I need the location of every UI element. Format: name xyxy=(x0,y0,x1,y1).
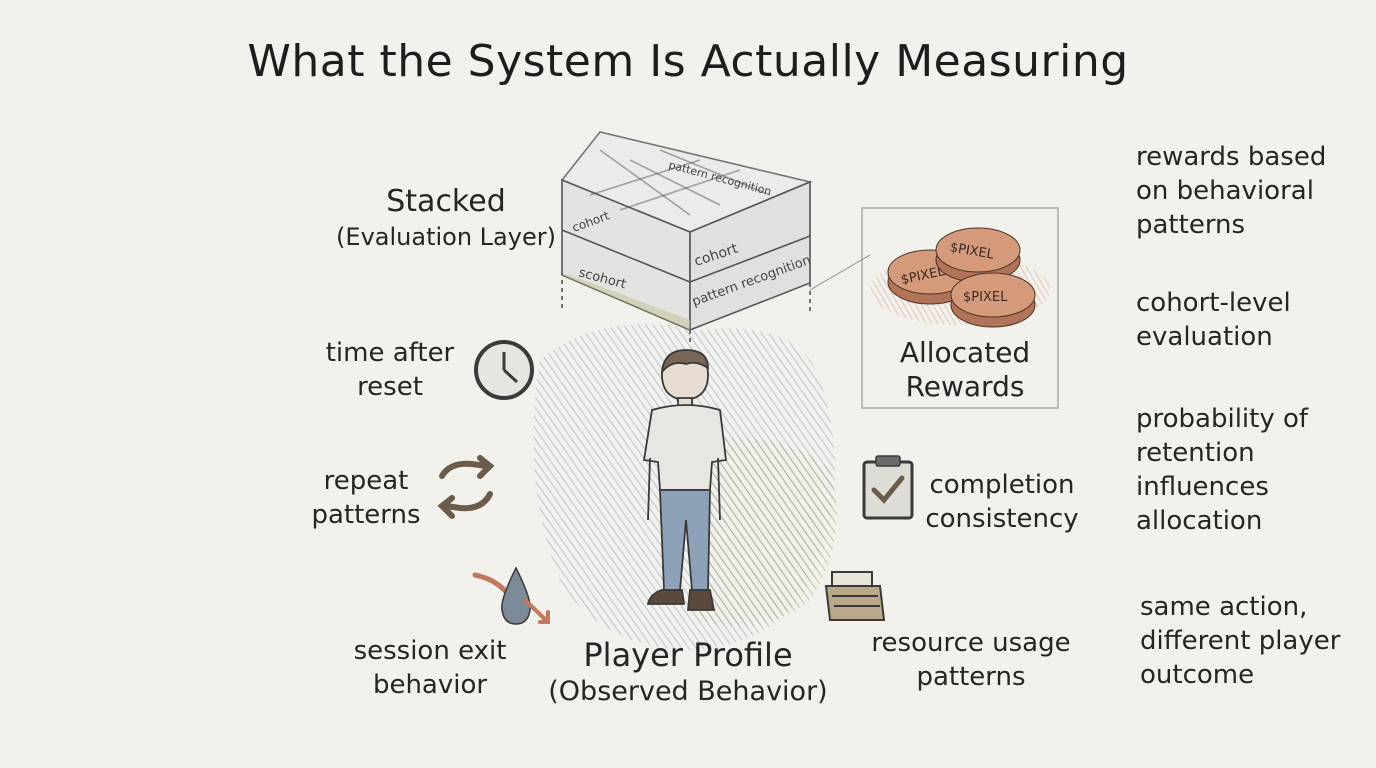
signal-label-line: repeat xyxy=(323,466,409,496)
repeat-arrows-icon xyxy=(437,455,495,519)
droplet-exit-icon xyxy=(472,566,550,625)
signal-label-line: behavior xyxy=(372,670,488,700)
signal-label-line: session exit xyxy=(353,636,507,666)
rewards-label-line: Allocated xyxy=(899,336,1031,369)
signal-repeat-patterns: repeat patterns xyxy=(296,464,436,532)
rewards-label-line: Rewards xyxy=(905,370,1025,403)
evaluation-layer-title: Stacked xyxy=(386,184,506,219)
note-line: retention xyxy=(1136,438,1255,468)
note-line: probability of xyxy=(1136,404,1309,434)
signal-label-line: patterns xyxy=(916,662,1026,692)
signal-label-line: resource usage xyxy=(871,628,1071,658)
signal-time-after-reset: time after reset xyxy=(310,336,470,404)
rewards-label: Allocated Rewards xyxy=(880,336,1050,404)
evaluation-layer-label: Stacked (Evaluation Layer) xyxy=(336,184,556,254)
page-title: What the System Is Actually Measuring xyxy=(247,36,1129,87)
coin-label: $PIXEL xyxy=(963,290,1008,305)
signal-label-line: consistency xyxy=(925,504,1079,534)
player-figure xyxy=(642,349,727,611)
note-rewards-based: rewards based on behavioral patterns xyxy=(1136,140,1366,242)
signal-label-line: completion xyxy=(929,470,1075,500)
note-line: allocation xyxy=(1136,506,1263,536)
signal-resource-usage: resource usage patterns xyxy=(866,626,1076,694)
note-line: patterns xyxy=(1136,210,1246,240)
note-line: same action, xyxy=(1140,592,1308,622)
note-line: outcome xyxy=(1140,660,1255,690)
clock-icon xyxy=(474,340,534,400)
coin-icon: $PIXEL xyxy=(950,272,1036,328)
signal-session-exit: session exit behavior xyxy=(340,634,520,702)
box-icon xyxy=(824,571,886,621)
signal-completion-consistency: completion consistency xyxy=(922,468,1082,536)
evaluation-layer-subtitle: (Evaluation Layer) xyxy=(336,223,556,251)
note-probability: probability of retention influences allo… xyxy=(1136,402,1366,538)
signal-label-line: time after xyxy=(325,338,455,368)
player-label: Player Profile (Observed Behavior) xyxy=(548,636,828,710)
note-line: rewards based xyxy=(1136,142,1327,172)
note-line: influences xyxy=(1136,472,1269,502)
coin-icon: $PIXEL xyxy=(935,227,1021,283)
signal-label-line: patterns xyxy=(311,500,421,530)
player-subtitle: (Observed Behavior) xyxy=(548,676,828,707)
note-line: different player xyxy=(1140,626,1341,656)
note-same-action: same action, different player outcome xyxy=(1140,590,1370,692)
signal-label-line: reset xyxy=(357,372,423,402)
coin-stack: $PIXEL $PIXEL $PIXEL xyxy=(887,227,1036,328)
note-line: on behavioral xyxy=(1136,176,1314,206)
note-line: cohort-level xyxy=(1136,288,1291,318)
clipboard-check-icon xyxy=(862,455,914,520)
note-line: evaluation xyxy=(1136,322,1273,352)
evaluation-layer-box xyxy=(560,131,813,345)
note-cohort-level: cohort-level evaluation xyxy=(1136,286,1366,354)
player-title: Player Profile xyxy=(583,636,793,674)
